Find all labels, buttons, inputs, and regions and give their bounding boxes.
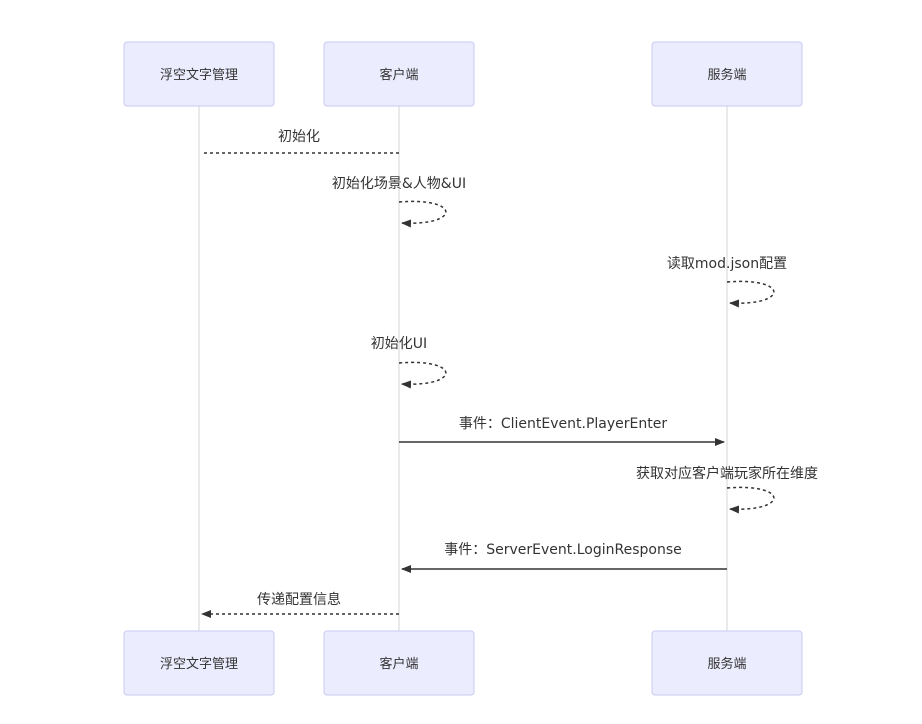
actor-client-bottom: 客户端 bbox=[323, 630, 475, 696]
actor-client-top-label: 客户端 bbox=[379, 67, 418, 83]
message-read-config-label: 读取mod.json配置 bbox=[667, 255, 787, 272]
message-init-ui-label: 初始化UI bbox=[371, 335, 427, 352]
message-get-dimension-label: 获取对应客户端玩家所在维度 bbox=[636, 465, 818, 482]
actor-client-top: 客户端 bbox=[323, 41, 475, 107]
actor-server-top: 服务端 bbox=[651, 41, 803, 107]
message-pass-config: 传递配置信息 bbox=[201, 591, 399, 618]
message-pass-config-label: 传递配置信息 bbox=[257, 591, 341, 608]
actor-server-bottom-label: 服务端 bbox=[707, 656, 746, 672]
actor-ui-top-label: 浮空文字管理 bbox=[160, 68, 238, 83]
message-player-enter-label: 事件：ClientEvent.PlayerEnter bbox=[459, 416, 667, 432]
actor-ui-bottom-label: 浮空文字管理 bbox=[160, 657, 238, 672]
message-login-response: 事件：ServerEvent.LoginResponse bbox=[401, 542, 727, 573]
message-login-response-label: 事件：ServerEvent.LoginResponse bbox=[444, 542, 681, 558]
actor-ui-bottom: 浮空文字管理 bbox=[123, 630, 275, 696]
actor-server-bottom: 服务端 bbox=[651, 630, 803, 696]
message-init-scene-label: 初始化场景&人物&UI bbox=[332, 175, 466, 192]
actor-server-top-label: 服务端 bbox=[707, 67, 746, 83]
message-read-config: 读取mod.json配置 bbox=[667, 255, 787, 308]
message-init-label: 初始化 bbox=[278, 128, 320, 145]
message-player-enter: 事件：ClientEvent.PlayerEnter bbox=[399, 416, 725, 446]
actor-client-bottom-label: 客户端 bbox=[379, 656, 418, 672]
actor-ui-top: 浮空文字管理 bbox=[123, 41, 275, 107]
message-init-ui: 初始化UI bbox=[371, 335, 447, 389]
message-init: 初始化 bbox=[202, 128, 399, 154]
message-init-scene: 初始化场景&人物&UI bbox=[332, 175, 466, 228]
message-get-dimension: 获取对应客户端玩家所在维度 bbox=[636, 465, 818, 514]
